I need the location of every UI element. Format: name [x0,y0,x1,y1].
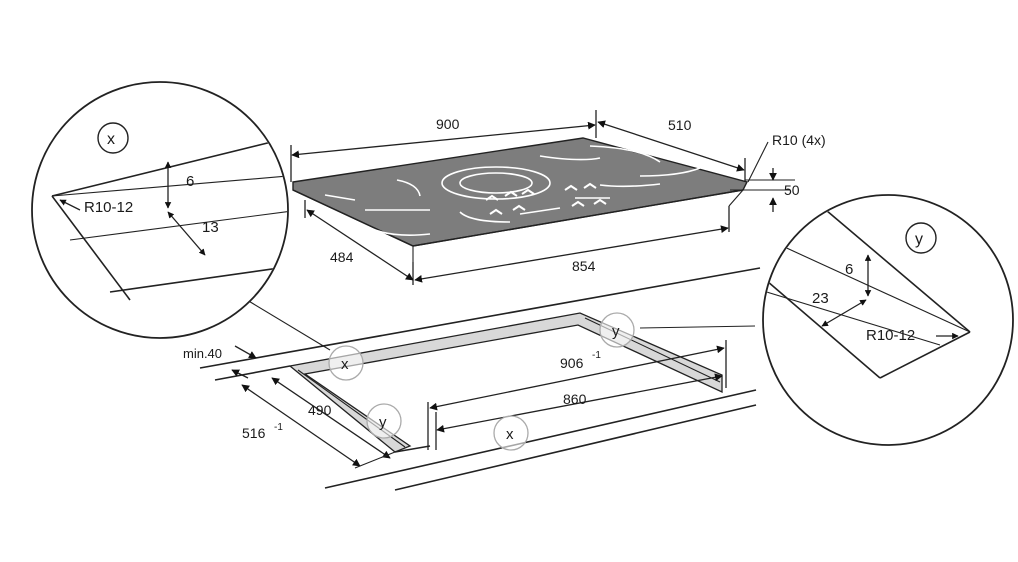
detail-x [31,81,289,339]
detail-x-dim-side: 13 [202,219,219,236]
cutout-depth-label: 490 [308,402,332,418]
detail-x-marker: x [107,131,115,148]
detail-x-badge [97,122,129,154]
detail-x-dim-top: 6 [186,173,194,190]
marker-y-right [599,312,635,348]
min-edge-label: min.40 [183,346,222,361]
cutout-width-inner-label: 860 [563,391,587,407]
inner-depth-label: 484 [330,249,354,265]
hob-height-label: 50 [784,182,800,198]
marker-y-left [366,403,402,439]
cutout-depth-outer-tolerance: -1 [274,422,283,433]
control-icons [485,182,607,215]
corner-radius-label: R10 (4x) [772,132,826,148]
detail-y-dim-top: 6 [845,261,853,278]
marker-y-left-letter: y [379,414,387,431]
cutout-width-outer-label: 906 [560,355,584,371]
detail-y [762,194,1014,446]
marker-x-back-letter: x [341,356,349,373]
detail-y-marker: y [915,231,923,248]
cutout-width-outer-tolerance: -1 [592,350,601,361]
marker-x-back [328,345,364,381]
marker-x-front [493,415,529,451]
center-zone-inner [459,172,533,194]
detail-y-dim-side: 23 [812,290,829,307]
detail-x-radius: R10-12 [84,199,133,216]
worktop [199,267,761,491]
back-zone-marks [459,197,610,223]
marker-y-right-letter: y [612,323,620,340]
detail-y-badge [905,222,937,254]
marker-x-front-letter: x [506,426,514,443]
hob-depth-label: 510 [668,117,692,133]
hob-glass-top [292,137,749,247]
hob-width-label: 900 [436,116,460,132]
hob [290,110,795,285]
cutout-depth-outer-label: 516 [242,425,266,441]
detail-y-radius: R10-12 [866,327,915,344]
inner-width-label: 854 [572,258,596,274]
